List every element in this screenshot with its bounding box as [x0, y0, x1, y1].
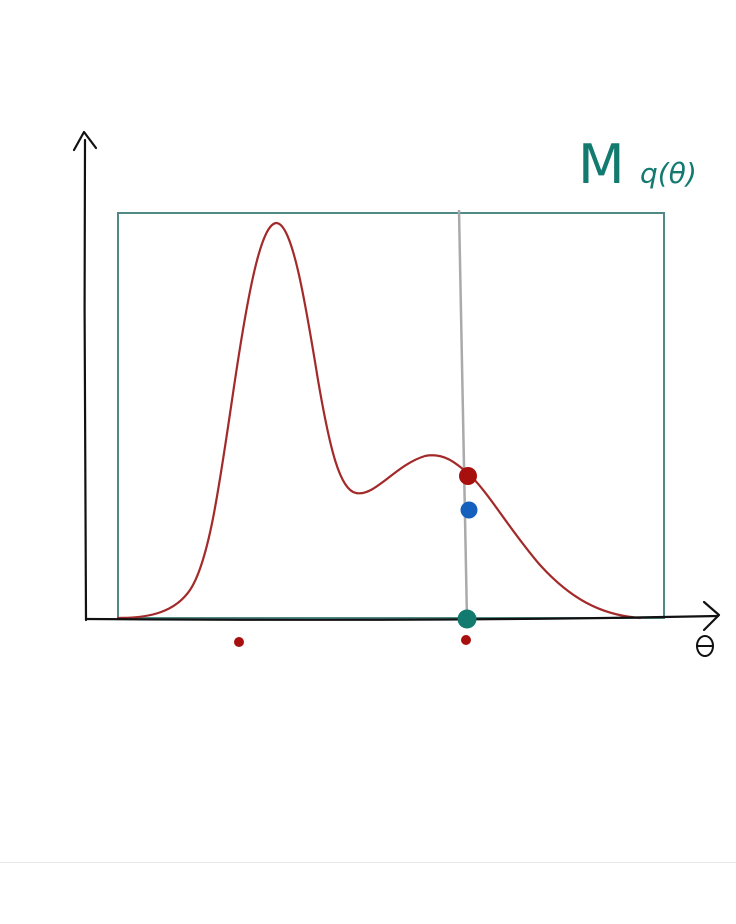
target-density-curve [116, 221, 642, 620]
sample-vertical-line [457, 209, 469, 621]
point-on-axis [457, 609, 477, 629]
sample-marker-left [234, 637, 244, 647]
envelope-label: M q(θ) [578, 133, 697, 196]
sample-marker-right [461, 635, 471, 645]
point-on-curve [459, 467, 477, 485]
x-axis-label-theta [696, 635, 714, 657]
bottom-divider [0, 862, 736, 863]
envelope-box [117, 212, 665, 619]
y-axis-arrowhead [72, 130, 98, 152]
point-uniform-sample [460, 501, 478, 519]
envelope-label-sub: q(θ) [640, 157, 697, 190]
y-axis [83, 138, 88, 622]
x-axis-arrowhead [702, 600, 721, 632]
x-axis [84, 614, 720, 621]
envelope-label-main: M [578, 133, 625, 196]
